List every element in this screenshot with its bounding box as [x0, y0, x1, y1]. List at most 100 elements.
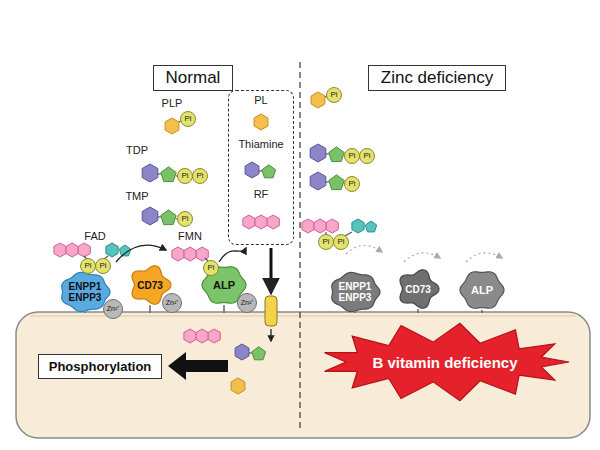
molecule-name: TDP: [126, 144, 148, 156]
hexagon-ring: [184, 247, 196, 261]
pentagon-ring: [329, 175, 344, 190]
vitamin-group: PL ThiamineRF: [228, 90, 294, 245]
vitamin-name: PL: [229, 94, 293, 106]
hexagon-ring: [314, 219, 326, 233]
enzyme-label: CD73: [398, 284, 438, 295]
hexagon-ring: [106, 243, 118, 257]
box-label: Phosphorylation: [49, 359, 152, 374]
hexagon-ring: [172, 247, 184, 261]
pentagon-ring: [262, 165, 276, 178]
phosphate-group: Pi: [95, 258, 111, 274]
phosphorylation-arrow: [168, 352, 228, 380]
phosphate-group: Pi: [180, 111, 196, 127]
panel-title: Normal: [153, 65, 234, 91]
pentagon-ring: [252, 347, 266, 360]
blocked-reaction: [466, 253, 502, 262]
phosphate-group: Pi: [177, 168, 193, 184]
enzyme-label: ENPP1 ENPP3: [335, 281, 375, 303]
hexagon-ring: [196, 329, 208, 343]
enzyme-label: B vitamin deficiency: [372, 354, 517, 371]
molecule-name: TMP: [125, 190, 148, 202]
bond-line: [259, 170, 262, 171]
molecule-name: PLP: [162, 97, 183, 109]
pentagon-ring: [365, 221, 376, 232]
bond-line: [326, 153, 329, 154]
hexagon-ring: [142, 164, 158, 182]
transporter: [265, 296, 277, 326]
bond-line: [249, 352, 252, 353]
hexagon-ring: [326, 219, 338, 233]
box-label: Normal: [166, 68, 221, 88]
hexagon-ring: [302, 219, 314, 233]
molecule-name: FMN: [178, 230, 202, 242]
hexagon-ring: [235, 344, 249, 360]
enzyme-outline: [460, 272, 504, 308]
vitamin-name: RF: [229, 188, 293, 200]
reaction-arrow: [116, 245, 166, 262]
bond-line: [158, 216, 161, 217]
phosphate-group: Pi: [318, 234, 334, 250]
burst-outline: [325, 323, 569, 400]
vitamin-name: Thiamine: [229, 138, 293, 150]
panel-divider: [299, 62, 300, 430]
hexagon-ring: [255, 215, 267, 229]
molecules-deficiency: [302, 92, 502, 262]
hexagon-ring: [254, 114, 268, 130]
panel-title: Zinc deficiency: [368, 65, 506, 91]
enzyme-anchor: [417, 309, 419, 313]
phosphate-group: Pi: [192, 168, 208, 184]
pentagon-ring: [161, 210, 176, 225]
hexagon-ring: [54, 243, 66, 257]
molecule-name: FAD: [84, 230, 105, 242]
hexagon-ring: [245, 162, 259, 178]
zinc-ion: Zn²⁺: [103, 299, 123, 319]
hexagon-ring: [311, 92, 325, 108]
enzyme-label: ALP: [462, 284, 502, 296]
zinc-ion: Zn²⁺: [237, 293, 257, 313]
enzyme-anchor: [149, 305, 151, 313]
molecules-normal: [54, 114, 279, 394]
hexagon-ring: [66, 243, 78, 257]
hexagon-ring: [165, 118, 179, 134]
cell: [16, 312, 590, 438]
hexagon-ring: [231, 378, 245, 394]
hexagon-ring: [243, 215, 255, 229]
uptake-arrow: [270, 248, 273, 292]
phosphate-group: Pi: [344, 148, 360, 164]
hexagon-ring: [196, 247, 208, 261]
enzyme-label: ALP: [204, 279, 244, 291]
box-label: Zinc deficiency: [381, 68, 493, 88]
bond-line: [158, 173, 161, 174]
pentagon-ring: [329, 147, 344, 162]
phosphate-group: Pi: [177, 211, 193, 227]
enzyme-anchor: [84, 312, 86, 313]
zinc-ion: Zn²⁺: [162, 293, 182, 313]
reaction-arrow: [219, 248, 246, 262]
enzyme-anchor: [354, 312, 356, 313]
process-box: Phosphorylation: [38, 354, 163, 379]
phosphate-group: Pi: [333, 234, 349, 250]
hexagon-ring: [352, 219, 364, 233]
hexagon-ring: [78, 243, 90, 257]
pentagon-ring: [161, 167, 176, 182]
inactive-alp: ALP: [458, 268, 506, 312]
hexagon-ring: [267, 215, 279, 229]
hexagon-ring: [310, 144, 326, 162]
inactive-enpp: ENPP1 ENPP3: [328, 270, 382, 314]
phosphate-group: Pi: [80, 258, 96, 274]
phosphate-group: Pi: [344, 176, 360, 192]
cell-body: [16, 312, 590, 438]
inactive-cd73: CD73: [395, 267, 441, 311]
phosphate-group: Pi: [326, 87, 342, 103]
hexagon-ring: [310, 172, 326, 190]
deficiency-burst: B vitamin deficiency: [320, 322, 570, 402]
phosphate-group: Pi: [359, 148, 375, 164]
enzyme-anchor: [481, 310, 483, 313]
bond-line: [326, 181, 329, 182]
hexagon-ring: [208, 329, 220, 343]
blocked-reaction: [346, 245, 382, 254]
phosphate-group: Pi: [203, 260, 219, 276]
enzyme-anchor: [223, 305, 225, 313]
hexagon-ring: [142, 207, 158, 225]
